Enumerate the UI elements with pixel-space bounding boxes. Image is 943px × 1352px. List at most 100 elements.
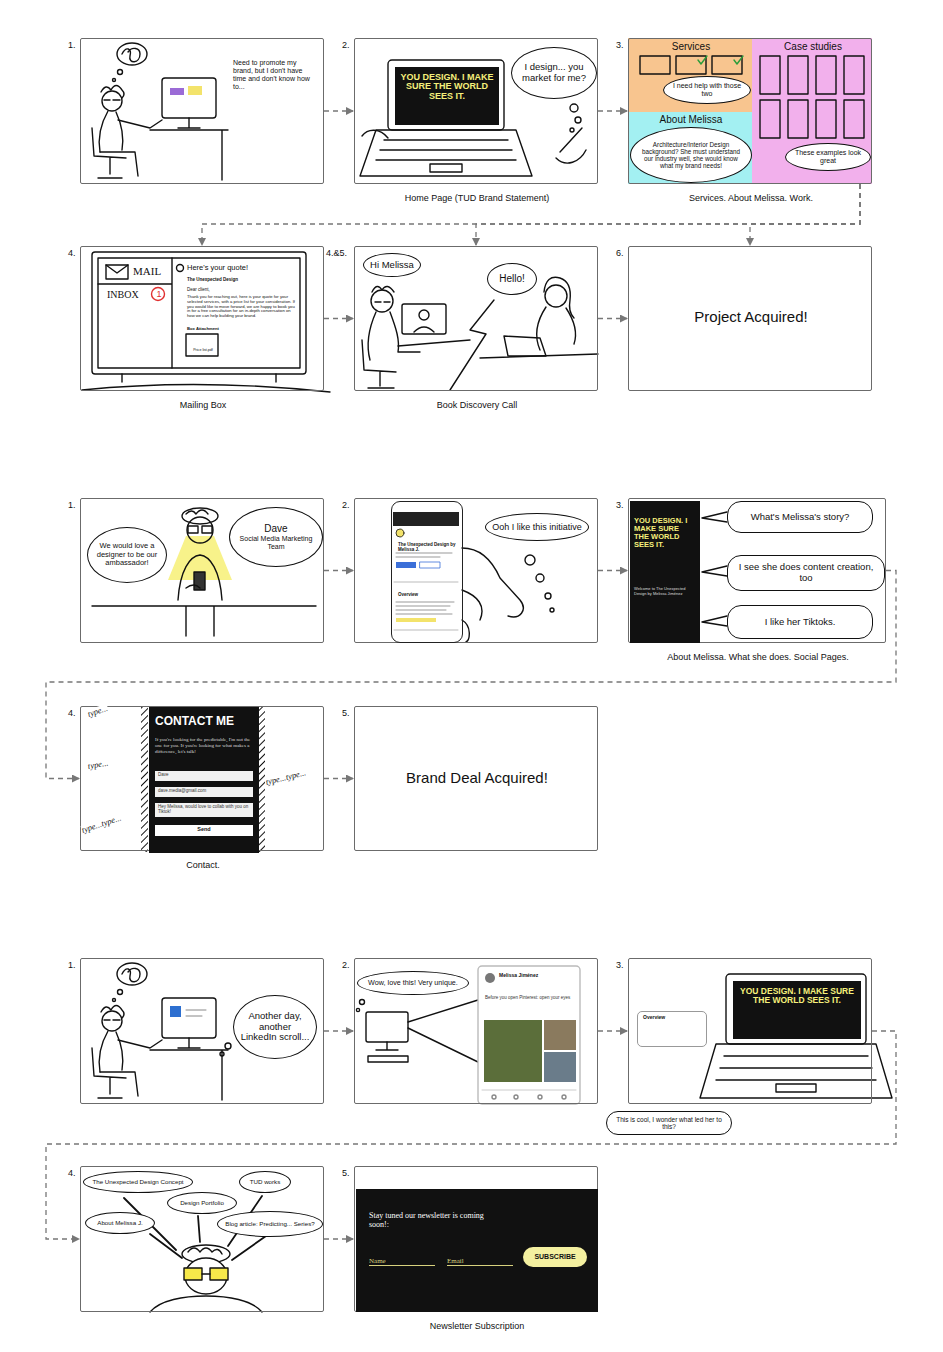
panel-3-1-art (92, 963, 231, 1100)
bubble-text: We would love a designer to be our ambas… (94, 542, 160, 568)
thought-text: Need to promote my brand, but I don't ha… (233, 59, 317, 91)
panel-1-4-art (82, 252, 330, 392)
bubble-text: Hi Melissa (370, 260, 414, 271)
flow-arrow (324, 1238, 353, 1239)
subscribe-button: SUBSCRIBE (523, 1247, 587, 1267)
region-title: About Melissa (629, 114, 753, 126)
page-tab: Overview (398, 592, 438, 597)
thought-bubble: About Melissa J. (85, 1212, 155, 1234)
unread-count: 1 (153, 289, 165, 299)
panel-number: 4. (68, 248, 82, 258)
panel-number: 3. (616, 500, 630, 510)
region-title: Services (629, 41, 753, 53)
send-button: Send (155, 825, 253, 836)
bubble-text: I like her Tiktoks. (765, 617, 836, 628)
mail-title: MAIL (133, 265, 173, 278)
storyboard-panel: 5.Brand Deal Acquired! (354, 706, 598, 851)
outcome-text: Brand Deal Acquired! (355, 769, 599, 786)
bubble-text: About Melissa J. (97, 1219, 142, 1226)
post-author: Melissa Jiménez (499, 973, 577, 979)
speech-bubble: Another day, another LinkedIn scroll... (233, 995, 317, 1059)
panel-number: 2. (342, 960, 356, 970)
about-region: About MelissaArchitecture/Interior Desig… (629, 113, 753, 185)
panel-number: 4. (68, 708, 82, 718)
bubble-text: Design Portfolio (180, 1199, 224, 1206)
panel-3-3-art (700, 974, 892, 1098)
panel-caption: Services. About Melissa. Work. (629, 193, 873, 203)
panel-number: 1. (68, 500, 82, 510)
flow-arrow (324, 110, 353, 111)
input-placeholder: Email (447, 1257, 513, 1266)
speech-bubble: DaveSocial Media Marketing Team (229, 507, 323, 567)
storyboard-panel: 3.YOU DESIGN. I MAKE SURE THE WORLD SEES… (628, 958, 872, 1104)
form-field: Hey Melissa, would love to collab with y… (155, 803, 253, 817)
form-field: Dave (155, 771, 253, 781)
panel-number: 5. (342, 708, 356, 718)
brand-statement: YOU DESIGN. I MAKE SURE THE WORLD SEES I… (634, 517, 696, 549)
email-sender: The Unexpected Design (187, 277, 297, 282)
email-subject: Here's your quote! (187, 264, 297, 273)
flow-arrow (324, 318, 353, 319)
bubble-text: What's Melissa's story? (751, 512, 850, 523)
contact-form: CONTACT MEIf you're looking for the pred… (149, 707, 259, 853)
brand-statement: YOU DESIGN. I MAKE SURE THE WORLD SEES I… (399, 73, 495, 101)
storyboard-panel: 2.Wow, love this! Very unique.Melissa Ji… (354, 958, 598, 1104)
flow-arrow (598, 110, 627, 111)
storyboard-panel: 4.The Unexpected Design ConceptTUD works… (80, 1166, 324, 1312)
input-placeholder: Name (369, 1257, 435, 1266)
bubble-text: Hello! (499, 273, 525, 285)
panel-number: 5. (342, 1168, 356, 1178)
popup-title: Overview (643, 1015, 703, 1021)
welcome-text: Welcome to The Unexpected Design by Meli… (634, 587, 696, 596)
storyboard-panel: 3.Services. About Melissa. Work.Services… (628, 38, 872, 184)
bubble-text: Ooh I like this initiative (492, 522, 582, 532)
services-region: Services I need help with those two (629, 39, 753, 113)
panel-caption: Home Page (TUD Brand Statement) (355, 193, 599, 203)
newsletter-banner: Stay tuned our newsletter is coming soon… (356, 1189, 598, 1312)
speech-bubble: These examples look great (785, 143, 871, 171)
person-name: Dave (264, 523, 287, 535)
form-field: dave.media@gmail.com (155, 787, 253, 797)
storyboard-panel: 5.Newsletter SubscriptionStay tuned our … (354, 1166, 598, 1312)
speech-bubble: I see she does content creation, too (727, 555, 885, 591)
thought-bubble: The Unexpected Design Concept (83, 1171, 193, 1193)
flow-arrow (324, 570, 353, 571)
flow-arrow (324, 1030, 353, 1031)
speech-bubble: We would love a designer to be our ambas… (87, 527, 167, 583)
email-greeting: Dear client, (187, 287, 297, 292)
storyboard-panel: 2.Home Page (TUD Brand Statement)YOU DES… (354, 38, 598, 184)
flow-arrow (598, 318, 627, 319)
storyboard-panel: 3.About Melissa. What she does. Social P… (628, 498, 886, 643)
panel-1-3-art (628, 38, 872, 184)
form-title: CONTACT ME (155, 715, 253, 729)
flow-arrow (324, 778, 353, 779)
typing-note: type... (87, 759, 109, 772)
panel-caption: Contact. (81, 860, 325, 870)
speech-bubble: I need help with those two (663, 76, 751, 104)
thought-bubble: Design Portfolio (167, 1192, 237, 1214)
flow-arrow (46, 571, 896, 779)
bubble-text: Wow, love this! Very unique. (368, 979, 458, 987)
storyboard-panel: 2.The Unexpected Design by Melissa J.Ove… (354, 498, 598, 643)
attachment-file: Price list.pdf (188, 348, 218, 352)
panel-caption: Newsletter Subscription (355, 1321, 599, 1331)
panel-number: 1. (68, 40, 82, 50)
attachment-label: Box Attachment (187, 327, 267, 332)
mail-window: MAILINBOX1Here's your quote!The Unexpect… (99, 259, 301, 369)
flow-arrow (598, 570, 627, 571)
speech-bubble: What's Melissa's story? (727, 501, 873, 533)
newsletter-text: Stay tuned our newsletter is coming soon… (369, 1211, 493, 1229)
storyboard-panel: 4.&5.Book Discovery CallHi MelissaHello! (354, 246, 598, 391)
bubble-text: Architecture/Interior Design background?… (637, 141, 745, 170)
region-title: Case studies (753, 41, 873, 53)
panel-number: 6. (616, 248, 630, 258)
bubble-text: These examples look great (792, 149, 864, 165)
post-text: Before you open Pinterest: open your eye… (485, 995, 577, 1000)
speech-bubble: Architecture/Interior Design background?… (630, 127, 752, 183)
speech-bubble: Wow, love this! Very unique. (357, 971, 469, 995)
speech-bubble: Hi Melissa (363, 253, 421, 277)
panel-number: 4. (68, 1168, 82, 1178)
bubble-text: I design... you market for me? (518, 62, 590, 84)
page-title: The Unexpected Design by Melissa J. (398, 542, 458, 552)
